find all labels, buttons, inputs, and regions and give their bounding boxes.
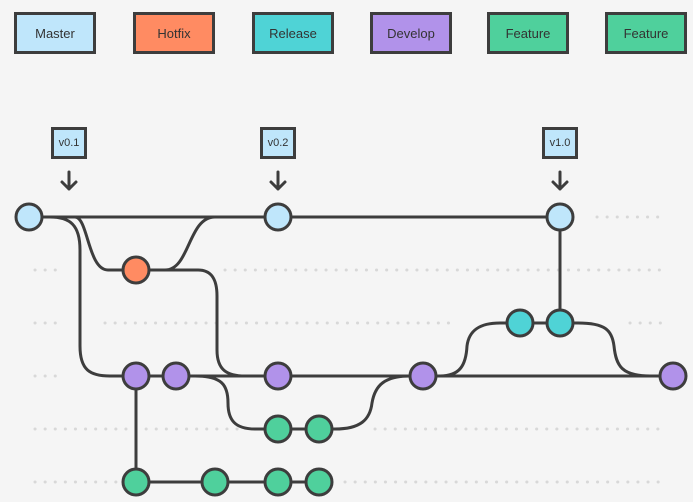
commit-master-v0-2: [263, 202, 293, 232]
legend-feature-2: Feature: [605, 12, 687, 54]
legend-feature-1: Feature: [487, 12, 569, 54]
hotfix-merge-develop: [163, 268, 247, 378]
dotted-guides: [33, 215, 664, 484]
commit-feature2-1: [121, 467, 151, 497]
legend-release: Release: [252, 12, 334, 54]
feature-branch-curve: [193, 374, 412, 431]
commits: [14, 202, 688, 497]
legend-develop: Develop: [370, 12, 452, 54]
arrow-down-icon: [551, 170, 569, 191]
release-branch-curve: [438, 321, 652, 378]
tag-v1-0-label: v1.0: [549, 137, 571, 149]
tag-v0-1: v0.1: [51, 127, 87, 159]
commit-develop-1: [121, 361, 151, 391]
commit-develop-5: [658, 361, 688, 391]
tag-arrows: [60, 170, 569, 191]
commit-hotfix: [121, 255, 151, 285]
commit-develop-4: [408, 361, 438, 391]
commit-release-2: [545, 308, 575, 338]
legend-feature-2-label: Feature: [623, 25, 669, 41]
arrow-down-icon: [60, 170, 78, 191]
commit-master-v1-0: [545, 202, 575, 232]
commit-feature2-3: [263, 467, 293, 497]
legend-hotfix: Hotfix: [133, 12, 215, 54]
arrow-down-icon: [269, 170, 287, 191]
legend-release-label: Release: [269, 25, 317, 41]
legend-master: Master: [14, 12, 96, 54]
tag-v0-2: v0.2: [260, 127, 296, 159]
tag-v0-1-label: v0.1: [58, 137, 80, 149]
commit-feature2-4: [304, 467, 334, 497]
legend-master-label: Master: [35, 25, 75, 41]
commit-release-1: [505, 308, 535, 338]
commit-master-v0-1: [14, 202, 44, 232]
commit-feature-1: [263, 414, 293, 444]
commit-develop-2: [161, 361, 191, 391]
branch-lines: [27, 215, 675, 484]
hotfix-branch-curve: [73, 215, 137, 272]
commit-develop-3: [263, 361, 293, 391]
tag-v1-0: v1.0: [542, 127, 578, 159]
tag-v0-2-label: v0.2: [267, 137, 289, 149]
commit-feature-2: [304, 414, 334, 444]
legend-develop-label: Develop: [387, 25, 435, 41]
legend-feature-1-label: Feature: [505, 25, 551, 41]
commit-feature2-2: [200, 467, 230, 497]
legend-hotfix-label: Hotfix: [157, 25, 191, 41]
develop-branch-curve: [48, 215, 112, 378]
